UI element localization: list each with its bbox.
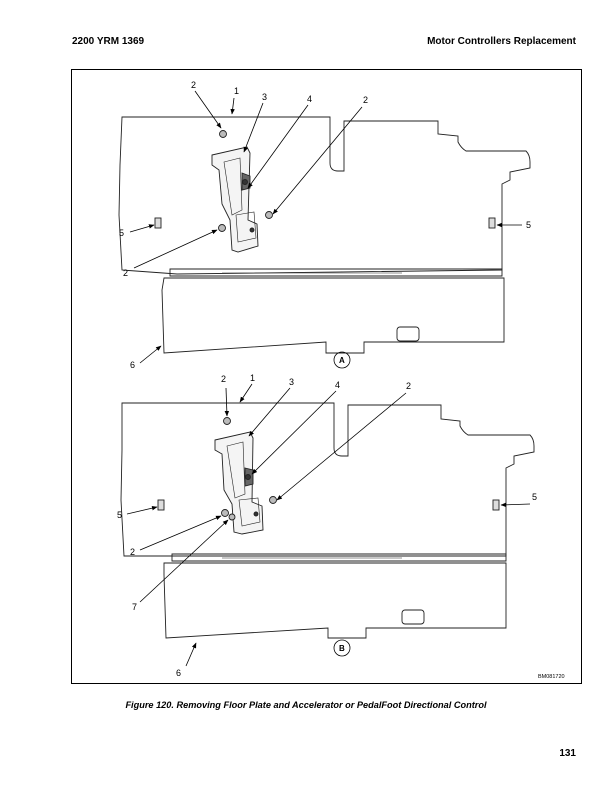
callout-a-2-right: 2: [363, 95, 368, 105]
callout-b-1: 1: [250, 373, 255, 383]
view-b: [120, 402, 535, 639]
callout-a-4: 4: [307, 94, 312, 104]
figure-frame: 1 2 3 4 2 5 5 2 6 A: [71, 69, 582, 684]
callout-b-5-left: 5: [117, 510, 122, 520]
callout-labels-b: 1 2 3 4 2 5 5 2 7 6 B: [117, 373, 537, 678]
upper-floor-plate-b: [120, 402, 535, 557]
header-doc-id: 2200 YRM 1369: [72, 36, 145, 47]
callout-b-4: 4: [335, 380, 340, 390]
callout-b-2-top: 2: [221, 374, 226, 384]
callout-a-3: 3: [262, 92, 267, 102]
view-label-a: A: [339, 356, 345, 365]
callout-b-3: 3: [289, 377, 294, 387]
seam-strip-a: [169, 268, 503, 277]
pedal-assembly-b: [214, 431, 264, 535]
header-section-title: Motor Controllers Replacement: [427, 36, 576, 47]
callout-b-7: 7: [132, 602, 137, 612]
callout-a-5-left: 5: [119, 228, 124, 238]
lower-floor-plate: [161, 277, 505, 354]
callout-b-2-lower: 2: [130, 547, 135, 557]
figure-caption: Figure 120. Removing Floor Plate and Acc…: [125, 700, 487, 710]
callout-a-6: 6: [130, 360, 135, 370]
callout-a-2-top: 2: [191, 80, 196, 90]
callout-b-5-right: 5: [532, 492, 537, 502]
pedal-assembly-a: [211, 146, 259, 253]
callout-a-1: 1: [234, 86, 239, 96]
callout-a-2-lower: 2: [123, 268, 128, 278]
lower-floor-plate-b: [163, 562, 507, 639]
page-number: 131: [559, 748, 576, 759]
callout-b-2-right: 2: [406, 381, 411, 391]
floor-plate-illustration: 1 2 3 4 2 5 5 2 6 A: [117, 80, 565, 680]
callouts-a: [129, 90, 522, 369]
view-label-b: B: [339, 644, 345, 653]
callout-a-5-right: 5: [526, 220, 531, 230]
drawing-id: BM081720: [538, 674, 565, 680]
callout-labels-a: 1 2 3 4 2 5 5 2 6 A: [119, 80, 531, 370]
seam-strip-b: [171, 553, 507, 562]
upper-floor-plate: [118, 116, 531, 275]
callouts-b: [126, 383, 531, 667]
callout-b-6: 6: [176, 668, 181, 678]
